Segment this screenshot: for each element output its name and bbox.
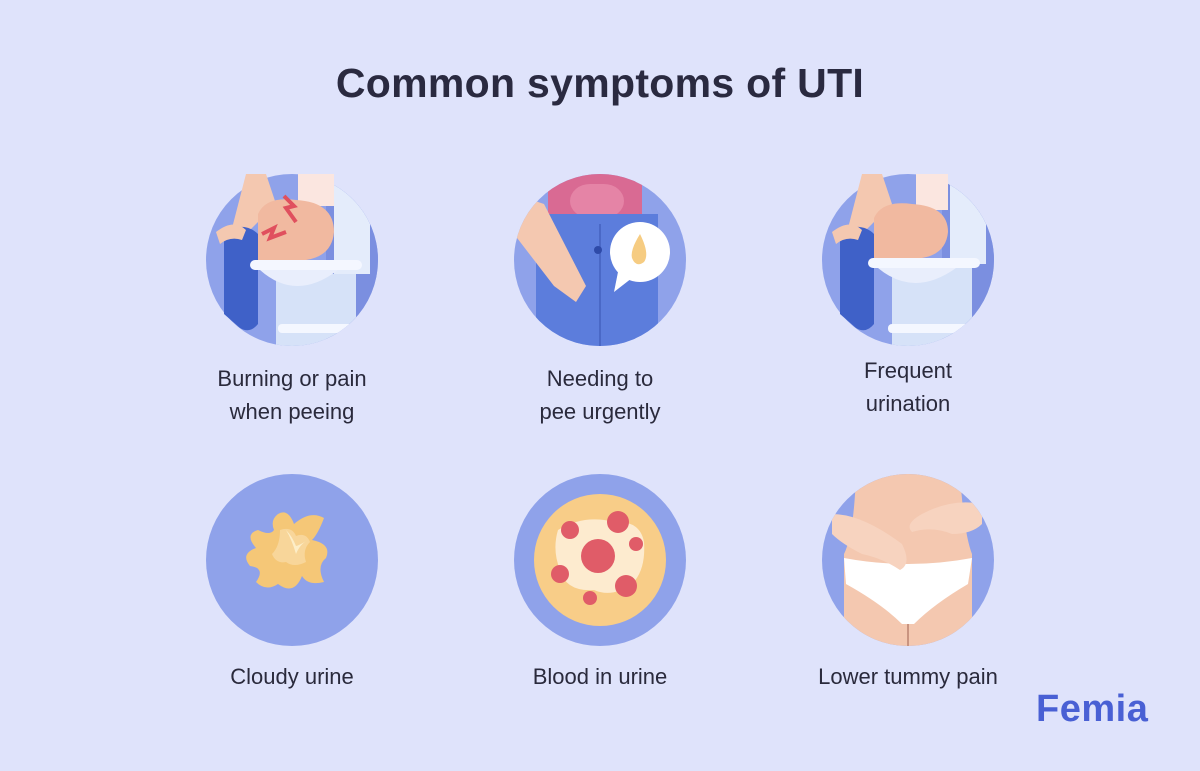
brand-logo: Femia <box>1036 688 1149 730</box>
symptom-label: pee urgently <box>539 399 661 424</box>
urgency-droplet-icon <box>514 174 686 346</box>
symptom-label: Needing to <box>546 366 654 391</box>
abdomen-hands-icon <box>822 474 994 646</box>
blood-cells-icon <box>514 474 686 646</box>
symptom-label: Frequent <box>863 358 953 383</box>
cloudy-splash-icon <box>206 474 378 646</box>
toilet-pain-icon <box>206 174 378 346</box>
symptom-label: Cloudy urine <box>230 664 354 689</box>
symptom-label: when peeing <box>229 399 355 424</box>
symptom-label: Lower tummy pain <box>818 664 998 689</box>
symptom-label: Blood in urine <box>532 664 668 689</box>
page-title: Common symptoms of UTI <box>335 60 865 106</box>
symptom-label: urination <box>865 391 951 416</box>
symptom-label: Burning or pain <box>217 366 367 391</box>
toilet-icon <box>822 174 994 346</box>
